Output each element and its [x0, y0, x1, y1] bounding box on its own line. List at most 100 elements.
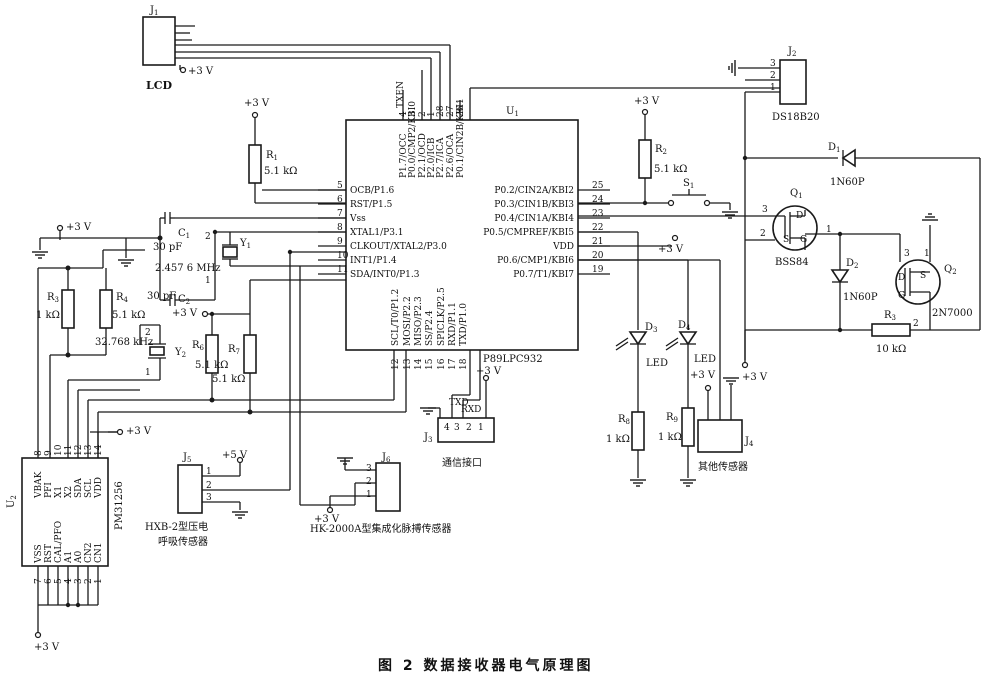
svg-text:J2: J2	[787, 46, 796, 58]
mcu-pin-number: 7	[337, 209, 343, 219]
svg-text:+3 V: +3 V	[126, 426, 152, 437]
svg-text:RXD: RXD	[461, 405, 481, 415]
mcu-pin-number: 15	[425, 358, 435, 370]
mcu-pin-number: 23	[592, 209, 604, 219]
mcu-pin-name: P0.5/CMPREF/KBI5	[483, 228, 574, 238]
rtc-pin-number: 10	[54, 444, 64, 456]
svg-text:C2: C2	[178, 294, 190, 306]
svg-text:R2: R2	[655, 144, 667, 156]
mcu-pin-number: 27	[446, 105, 456, 117]
svg-text:R7: R7	[228, 344, 240, 356]
mcu-pin-name: P0.0/CMP2/KBI0	[408, 101, 418, 178]
svg-text:2: 2	[913, 319, 919, 329]
figure-caption: 图 2 数据接收器电气原理图	[378, 657, 594, 674]
mcu-pin-number: 4	[399, 111, 409, 117]
svg-text:+3 V: +3 V	[34, 642, 60, 653]
left-rail-resistors: +3 V R3 1 kΩ R4 5.1 kΩ 32.768 kHz Y2	[36, 222, 186, 458]
svg-text:2: 2	[145, 328, 151, 338]
mcu-pin-name: XTAL1/P3.1	[350, 228, 404, 238]
rtc-pin-name: SDA	[74, 478, 84, 498]
mcu-pin-name: P0.4/CIN1A/KBI4	[494, 214, 574, 224]
svg-text:1 kΩ: 1 kΩ	[606, 434, 630, 445]
svg-text:C1: C1	[178, 228, 190, 240]
svg-text:D: D	[796, 211, 803, 221]
comm-connector-j3: +3 V TXD RXD 4 3 2 1 J3 通信接口	[419, 350, 502, 469]
mcu-pin-name: P2.0/ICB	[427, 137, 437, 178]
mcu-pin-name: CLKOUT/XTAL2/P3.0	[350, 242, 447, 252]
svg-text:R8: R8	[618, 414, 630, 426]
rtc-pin-number: 8	[34, 450, 44, 456]
other-sensor-j4: +3 V J4 其他传感器	[690, 370, 754, 473]
rtc-pin-name: PFI	[44, 482, 54, 498]
svg-text:S: S	[920, 271, 926, 281]
svg-text:2: 2	[466, 423, 472, 433]
mcu-pin-number: 25	[592, 181, 604, 191]
lcd-label: LCD	[146, 79, 172, 92]
svg-text:1: 1	[826, 225, 832, 235]
mcu-pin-number: 11	[337, 265, 348, 275]
svg-text:+3 V: +3 V	[634, 96, 660, 107]
svg-text:R9: R9	[666, 412, 678, 424]
svg-text:BSS84: BSS84	[775, 257, 809, 268]
mcu-pin-number: 22	[592, 223, 603, 233]
svg-text:1: 1	[478, 423, 484, 433]
svg-text:2: 2	[366, 477, 372, 487]
leds-d3-d4: D3 LED R8 1 kΩ D4 LED R9 1 kΩ	[606, 320, 716, 487]
svg-text:呼吸传感器: 呼吸传感器	[158, 535, 208, 548]
rtc-pin-name: VSS	[34, 544, 44, 564]
rtc-pin-name: A1	[64, 551, 74, 564]
mcu-pin-number: 9	[337, 237, 343, 247]
rtc-pin-number: 14	[94, 444, 104, 456]
svg-text:D2: D2	[846, 258, 859, 270]
svg-text:TXD: TXD	[449, 398, 469, 408]
svg-text:+3 V: +3 V	[742, 372, 768, 383]
svg-text:30 pF: 30 pF	[147, 291, 176, 302]
rtc-pin-number: 12	[74, 445, 84, 456]
svg-text:R3: R3	[884, 310, 896, 322]
mcu-pin-name: P2.6/OCA	[446, 133, 456, 178]
svg-text:HK-2000A型集成化脉搏传感器: HK-2000A型集成化脉搏传感器	[310, 522, 452, 535]
svg-text:J5: J5	[182, 452, 191, 464]
svg-text:+3 V: +3 V	[314, 514, 340, 525]
svg-text:3: 3	[206, 493, 212, 503]
svg-text:1 kΩ: 1 kΩ	[658, 432, 682, 443]
rtc-pin-name: SCL	[84, 479, 94, 498]
svg-text:D: D	[898, 273, 905, 283]
rtc-pin-name: VBAK	[34, 471, 44, 499]
svg-text:HXB-2型压电: HXB-2型压电	[145, 520, 208, 533]
svg-text:+3 V: +3 V	[66, 222, 92, 233]
rtc-pin-name: A0	[74, 551, 84, 564]
svg-text:1: 1	[206, 467, 212, 477]
j1-ref: J1	[149, 5, 158, 17]
mcu-pin-number: 19	[592, 265, 604, 275]
svg-text:5.1 kΩ: 5.1 kΩ	[195, 360, 228, 371]
mcu-pin-name: P0.6/CMP1/KBI6	[497, 256, 574, 266]
svg-text:2N7000: 2N7000	[932, 308, 973, 319]
mcu-pin-number: 12	[391, 359, 401, 370]
mcu-pin-number: 26	[456, 105, 466, 117]
svg-text:10 kΩ: 10 kΩ	[876, 344, 906, 355]
rtc-pin-name: VDD	[94, 477, 104, 499]
svg-text:+3 V: +3 V	[244, 98, 270, 109]
switch-s1-circuit: +3 V R2 5.1 kΩ S1	[578, 96, 739, 219]
mcu-pin-name: P1.7/OCC	[399, 133, 409, 178]
svg-text:1N60P: 1N60P	[843, 292, 878, 303]
svg-text:Q1: Q1	[790, 188, 803, 200]
rtc-pin-number: 9	[44, 450, 54, 456]
svg-text:R4: R4	[116, 292, 129, 304]
mcu-pin-number: 17	[448, 358, 458, 370]
svg-text:3: 3	[904, 249, 910, 259]
rtc-pin-number: 3	[74, 578, 84, 584]
mcu-pin-number: 21	[592, 237, 603, 247]
svg-text:3: 3	[366, 464, 372, 474]
mcu-pin-name: MISO/P2.3	[414, 296, 424, 346]
svg-text:5.1 kΩ: 5.1 kΩ	[654, 164, 687, 175]
svg-text:J3: J3	[423, 432, 432, 444]
svg-text:R6: R6	[192, 340, 205, 352]
mcu-pin-name: INT1/P1.4	[350, 256, 397, 266]
rtc-u2: 8VBAK9PFI10X111X212SDA13SCL14VDDVSS7RST6…	[6, 426, 152, 653]
mcu-pin-number: 14	[414, 358, 424, 370]
svg-text:+5 V: +5 V	[222, 450, 248, 461]
mcu-pin-name: VDD	[552, 242, 574, 252]
